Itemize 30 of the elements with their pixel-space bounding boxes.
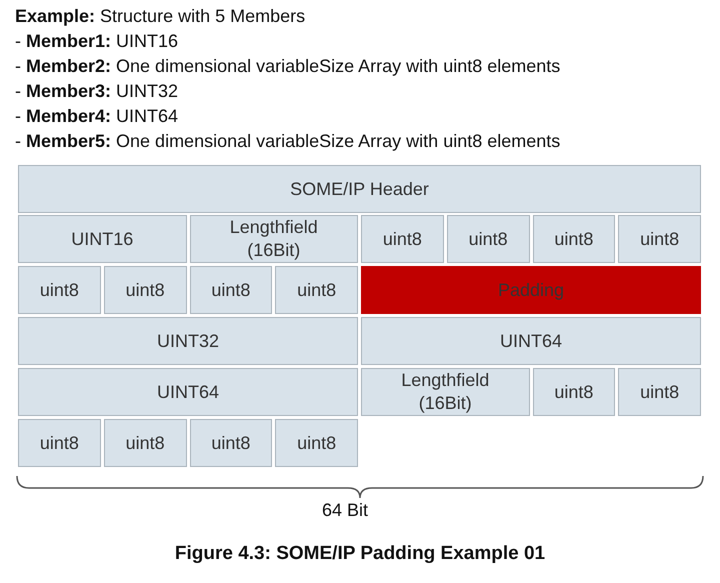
description-text: - Member3: UINT32 [15,81,178,102]
width-label: 64 Bit [322,500,368,521]
data-field: uint8 [190,419,272,467]
data-field: uint8 [532,368,616,416]
data-field: UINT32 [18,317,358,365]
data-field: uint8 [104,419,186,467]
description-text: - Member1: UINT16 [15,31,178,52]
data-field: uint8 [618,215,701,263]
description-text: Example: Structure with 5 Members [15,6,306,27]
figure-caption: Figure 4.3: SOME/IP Padding Example 01 [174,543,546,565]
data-field: uint8 [104,266,186,314]
description-text: - Member4: UINT64 [15,106,178,127]
data-field: Lengthfield (16Bit) [190,215,358,263]
data-field: uint8 [190,266,272,314]
data-field: uint8 [275,266,358,314]
data-field: uint8 [361,215,444,263]
data-field: uint8 [446,215,530,263]
data-field: Lengthfield (16Bit) [361,368,530,416]
data-field: uint8 [532,215,616,263]
data-field: uint8 [275,419,358,467]
data-field: uint8 [18,419,101,467]
description-text: - Member5: One dimensional variableSize Array with uint8 elements [15,131,560,152]
header-field: SOME/IP Header [18,165,701,213]
data-field: UINT64 [18,368,358,416]
description-text: - Member2: One dimensional variableSize Array with uint8 elements [15,56,560,77]
data-field: uint8 [18,266,101,314]
data-field: uint8 [618,368,701,416]
data-field: UINT16 [18,215,186,263]
data-field: UINT64 [361,317,701,365]
padding-field: Padding [361,266,701,314]
